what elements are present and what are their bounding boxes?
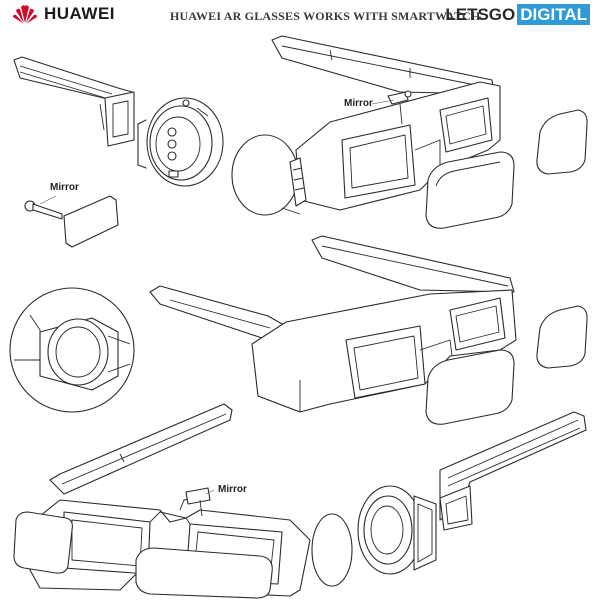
magnified-detail-circle xyxy=(9,287,135,413)
header-bar: HUAWEI HUAWEI AR GLASSES WORKS WITH SMAR… xyxy=(0,0,600,30)
huawei-petal-icon xyxy=(13,5,37,24)
glasses-frame-middle xyxy=(149,235,517,413)
mirror-part-bottom xyxy=(185,487,211,517)
site-logo-part1: LETSGO xyxy=(445,5,516,24)
headline: HUAWEI AR GLASSES WORKS WITH SMARTWATCH xyxy=(170,9,481,23)
letsgodigital-logo: LETSGO DIGITAL xyxy=(445,4,590,25)
mirror-label-top: Mirror xyxy=(344,98,373,109)
brand-name: HUAWEI xyxy=(44,4,115,23)
glasses-frame-top xyxy=(231,35,501,216)
watch-strap-arm-top xyxy=(13,56,135,147)
lenses-middle xyxy=(425,305,588,425)
site-logo-part2: DIGITAL xyxy=(517,4,590,25)
callout-leaders xyxy=(39,99,395,495)
lenses-top xyxy=(425,109,588,229)
mirror-label-bottom: Mirror xyxy=(218,484,247,495)
mirror-part-left xyxy=(24,195,119,248)
huawei-logo: HUAWEI xyxy=(12,3,115,25)
smartwatch-bottom xyxy=(311,485,437,587)
mirror-label-left: Mirror xyxy=(50,182,79,193)
smartwatch-top xyxy=(137,97,224,187)
lenses-bottom xyxy=(13,511,273,599)
watch-strap-arm-bottom xyxy=(439,411,587,531)
